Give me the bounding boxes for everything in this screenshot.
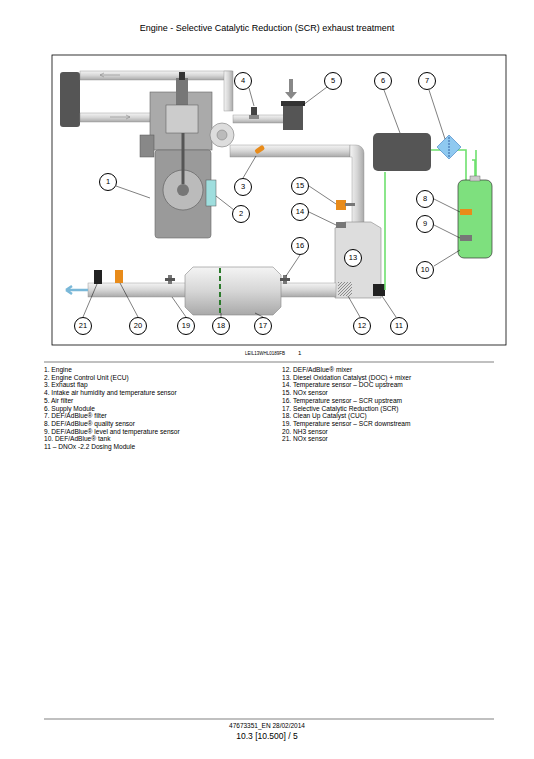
parts-list-item: 11 – DNOx -2.2 Dosing Module	[44, 444, 135, 451]
callout-circle: 1	[99, 173, 117, 191]
nox-sensor	[336, 200, 346, 210]
callout-number: 10	[421, 266, 429, 274]
callout-circle: 5	[324, 72, 342, 90]
callout-circle: 15	[291, 177, 309, 195]
parts-list-item: 8. DEF/AdBlue® quality sensor	[44, 421, 135, 428]
callout-number: 20	[134, 322, 142, 330]
callout-number: 1	[106, 178, 110, 186]
figure-code: LEIL13WHL0189FB	[245, 351, 285, 356]
page-title: Engine - Selective Catalytic Reduction (…	[140, 23, 395, 33]
parts-list-item: 17. Selective Catalytic Reduction (SCR)	[282, 406, 399, 413]
parts-list-item: 5. Air filter	[44, 398, 73, 405]
callout-circle: 9	[416, 215, 434, 233]
parts-list-item: 10. DEF/AdBlue® tank	[44, 436, 110, 443]
callout-number: 9	[423, 220, 427, 228]
callout-number: 12	[358, 322, 366, 330]
page-number: 10.3 [10.500] / 5	[236, 731, 297, 741]
callout-number: 2	[239, 210, 243, 218]
callout-number: 3	[241, 183, 245, 191]
callout-number: 17	[259, 322, 267, 330]
parts-list-item: 9. DEF/AdBlue® level and temperature sen…	[44, 429, 180, 436]
intake-housing	[60, 72, 80, 127]
exhaust-flap	[254, 145, 265, 155]
parts-list-item: 14. Temperature sensor – DOC upstream	[282, 382, 403, 389]
parts-list-item: 20. NH3 sensor	[282, 429, 328, 436]
parts-list-item: 15. NOx sensor	[282, 390, 328, 397]
callout-number: 14	[296, 208, 304, 216]
parts-list-item: 6. Supply Module	[44, 406, 95, 413]
callout-number: 5	[331, 77, 335, 85]
callout-circle: 16	[291, 237, 309, 255]
callout-circle: 4	[234, 72, 252, 90]
callout-number: 16	[296, 242, 304, 250]
callout-circle: 11	[390, 317, 408, 335]
nh3-sensor	[115, 270, 123, 283]
parts-list-item: 2. Engine Control Unit (ECU)	[44, 375, 129, 382]
callout-circle: 14	[291, 203, 309, 221]
parts-list-item: 1. Engine	[44, 367, 72, 374]
parts-list-item: 7. DEF/AdBlue® filter	[44, 413, 107, 420]
callout-number: 7	[425, 77, 429, 85]
callout-number: 11	[395, 322, 403, 330]
nox-sensor-out	[94, 270, 102, 284]
callout-circle: 2	[232, 205, 250, 223]
frame	[52, 55, 506, 345]
dosing-module	[373, 284, 385, 296]
parts-list-item: 21. NOx sensor	[282, 436, 328, 443]
callout-circle: 3	[234, 178, 252, 196]
callout-number: 4	[241, 77, 245, 85]
parts-list-item: 19. Temperature sensor – SCR downstream	[282, 421, 411, 428]
parts-list-item: 4. Intake air humidity and temperature s…	[44, 390, 177, 397]
parts-list-item: 18. Clean Up Catalyst (CUC)	[282, 413, 367, 420]
callout-number: 18	[217, 322, 225, 330]
callout-number: 8	[423, 195, 427, 203]
leader-lines	[83, 87, 460, 317]
parts-list-item: 3. Exhaust flap	[44, 382, 88, 389]
callout-circle: 7	[418, 72, 436, 90]
callout-circle: 21	[74, 317, 92, 335]
callout-circle: 13	[344, 249, 362, 267]
callout-number: 6	[381, 77, 385, 85]
def-filter	[437, 135, 461, 159]
callout-number: 19	[182, 322, 190, 330]
scr-catalyst	[185, 267, 281, 315]
parts-list-item: 16. Temperature sensor – SCR upstream	[282, 398, 402, 405]
callout-circle: 6	[374, 72, 392, 90]
parts-list-item: 12. DEF/AdBlue® mixer	[282, 367, 352, 374]
def-tank	[458, 180, 492, 258]
footer-code: 47673351_EN 28/02/2014	[229, 722, 305, 729]
supply-module	[373, 133, 431, 171]
parts-list-item: 13. Diesel Oxidation Catalyst (DOC) + mi…	[282, 375, 411, 382]
callout-number: 21	[79, 322, 87, 330]
figure-number: 1	[298, 350, 301, 356]
callout-circle: 8	[416, 190, 434, 208]
callout-number: 15	[296, 182, 304, 190]
callout-number: 13	[349, 254, 357, 262]
callout-circle: 10	[416, 261, 434, 279]
callout-circle: 18	[212, 317, 230, 335]
callout-circle: 20	[129, 317, 147, 335]
callout-circle: 17	[254, 317, 272, 335]
callout-circle: 12	[353, 317, 371, 335]
air-filter	[283, 104, 303, 130]
ecu	[206, 180, 216, 206]
callout-circle: 19	[177, 317, 195, 335]
